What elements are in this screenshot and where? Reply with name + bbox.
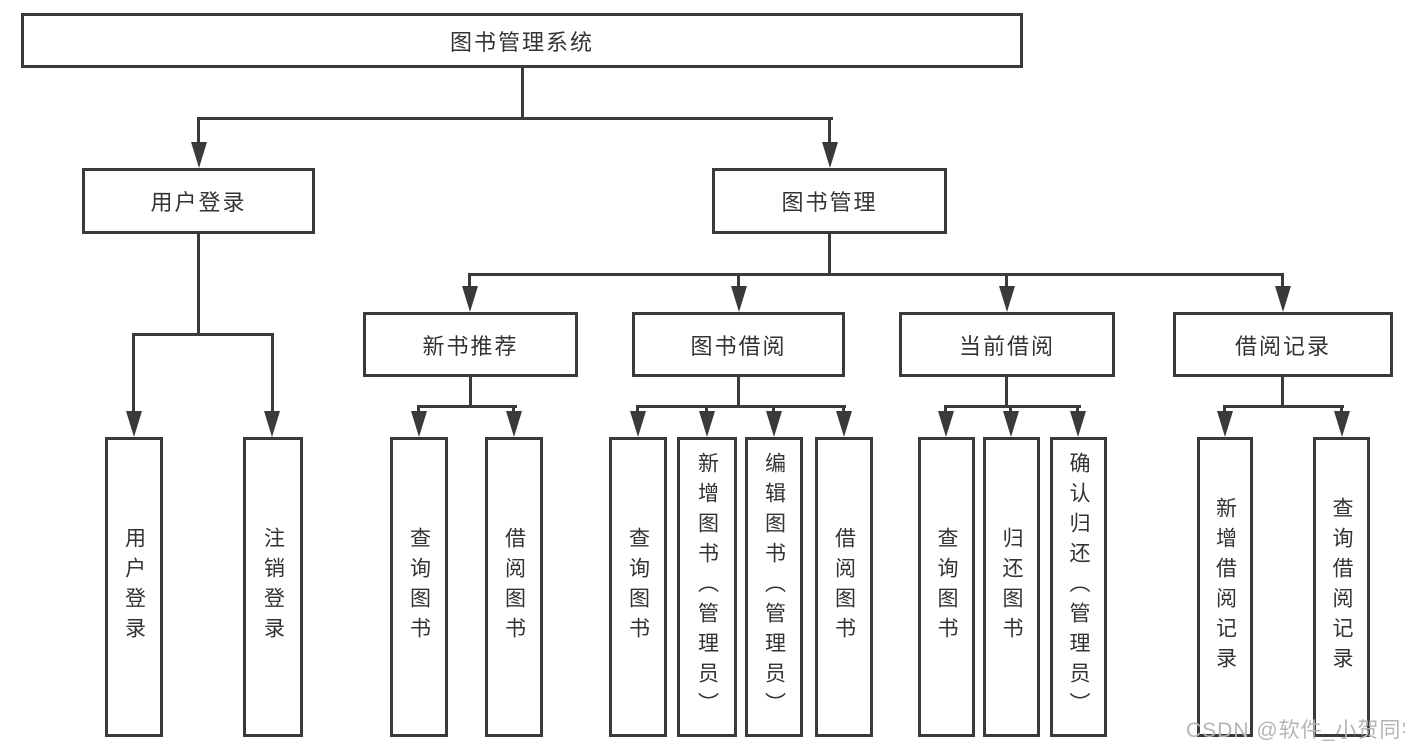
connector-leaf-drop (842, 405, 845, 414)
connector-leaf-drop (636, 405, 639, 414)
connector-book-mgmt-drop (828, 117, 831, 146)
arrowhead-down-icon (938, 411, 954, 437)
connector-section-drop (737, 273, 740, 289)
leaf-query-books-label: 查询图书 (407, 527, 431, 647)
arrowhead-down-icon (836, 411, 852, 437)
node-new-book-recommend-label: 新书推荐 (422, 333, 519, 359)
leaf-return-book: 归还图书 (983, 437, 1040, 737)
node-book-management: 图书管理 (712, 168, 947, 234)
arrowhead-down-icon (1334, 411, 1350, 437)
arrowhead-down-icon (1275, 286, 1291, 312)
node-user-login-label: 用户登录 (150, 190, 247, 215)
connector-book-mgmt-rail (468, 273, 1284, 276)
csdn-watermark: CSDN @软件_小贺同学 (1186, 719, 1405, 742)
arrowhead-down-icon (191, 142, 207, 168)
connector-leaf-drop (1009, 405, 1012, 414)
leaf-borrow-books: 借阅图书 (815, 437, 873, 737)
node-borrow-records: 借阅记录 (1173, 312, 1393, 377)
connector-root-stem (521, 68, 524, 119)
node-user-login: 用户登录 (82, 168, 315, 234)
arrowhead-down-icon (264, 411, 280, 437)
connector-user-login-drop (197, 117, 200, 146)
arrowhead-down-icon (126, 411, 142, 437)
arrowhead-down-icon (1217, 411, 1233, 437)
leaf-borrow-books-recommend: 借阅图书 (485, 437, 543, 737)
node-book-borrow-label: 图书借阅 (690, 333, 787, 359)
leaf-user-login-label: 用户登录 (122, 527, 146, 647)
connector-section-rail (636, 405, 846, 408)
leaf-edit-book-admin: 编辑图书（管理员） (745, 437, 803, 737)
connector-leaf-drop (132, 333, 135, 411)
node-library-system: 图书管理系统 (21, 13, 1023, 68)
connector-section-rail (417, 405, 517, 408)
connector-section-rail (1223, 405, 1344, 408)
node-current-borrow-label: 当前借阅 (958, 333, 1055, 359)
leaf-return-book-label: 归还图书 (1000, 527, 1024, 647)
leaf-edit-book-admin-label: 编辑图书（管理员） (762, 452, 786, 722)
leaf-add-borrow-record: 新增借阅记录 (1197, 437, 1253, 737)
connector-user-login-stem (197, 234, 200, 335)
arrowhead-down-icon (411, 411, 427, 437)
arrowhead-down-icon (731, 286, 747, 312)
leaf-confirm-return-admin-label: 确认归还（管理员） (1067, 452, 1091, 722)
connector-section-drop (468, 273, 471, 289)
connector-section-rail (944, 405, 1081, 408)
connector-section-stem (1281, 377, 1284, 408)
connector-leaf-drop (512, 405, 515, 414)
connector-section-drop (1005, 273, 1008, 289)
leaf-borrow-books-label: 借阅图书 (502, 527, 526, 647)
node-current-borrow: 当前借阅 (899, 312, 1115, 377)
leaf-query-borrow-record: 查询借阅记录 (1313, 437, 1370, 737)
connector-root-rail (197, 117, 833, 120)
arrowhead-down-icon (822, 142, 838, 168)
node-book-borrow: 图书借阅 (632, 312, 845, 377)
arrowhead-down-icon (1003, 411, 1019, 437)
connector-user-login-rail (132, 333, 274, 336)
arrowhead-down-icon (699, 411, 715, 437)
leaf-user-login: 用户登录 (105, 437, 163, 737)
connector-leaf-drop (1076, 405, 1079, 414)
arrowhead-down-icon (630, 411, 646, 437)
arrowhead-down-icon (766, 411, 782, 437)
leaf-confirm-return-admin: 确认归还（管理员） (1050, 437, 1107, 737)
leaf-query-books-label: 查询图书 (935, 527, 959, 647)
leaf-add-book-admin: 新增图书（管理员） (677, 437, 737, 737)
leaf-logout: 注销登录 (243, 437, 303, 737)
connector-section-stem (737, 377, 740, 408)
leaf-query-borrow-record-label: 查询借阅记录 (1330, 497, 1354, 677)
leaf-query-books-label: 查询图书 (626, 527, 650, 647)
leaf-query-books-current: 查询图书 (918, 437, 975, 737)
leaf-borrow-books-label: 借阅图书 (832, 527, 856, 647)
arrowhead-down-icon (506, 411, 522, 437)
leaf-query-books-borrow: 查询图书 (609, 437, 667, 737)
connector-leaf-drop (944, 405, 947, 414)
leaf-add-book-admin-label: 新增图书（管理员） (695, 452, 719, 722)
connector-section-stem (469, 377, 472, 408)
leaf-add-borrow-record-label: 新增借阅记录 (1213, 497, 1237, 677)
node-book-management-label: 图书管理 (781, 190, 878, 215)
arrowhead-down-icon (462, 286, 478, 312)
leaf-query-books-recommend: 查询图书 (390, 437, 448, 737)
connector-section-drop (1281, 273, 1284, 289)
connector-leaf-drop (1340, 405, 1343, 414)
node-new-book-recommend: 新书推荐 (363, 312, 578, 377)
connector-book-mgmt-stem (828, 233, 831, 275)
connector-leaf-drop (705, 405, 708, 414)
leaf-logout-label: 注销登录 (261, 527, 285, 647)
node-borrow-records-label: 借阅记录 (1234, 333, 1331, 359)
arrowhead-down-icon (999, 286, 1015, 312)
connector-leaf-drop (417, 405, 420, 414)
connector-section-stem (1005, 377, 1008, 408)
connector-leaf-drop (772, 405, 775, 414)
connector-leaf-drop (1223, 405, 1226, 414)
node-library-system-label: 图书管理系统 (449, 29, 594, 55)
connector-leaf-drop (271, 333, 274, 411)
arrowhead-down-icon (1070, 411, 1086, 437)
